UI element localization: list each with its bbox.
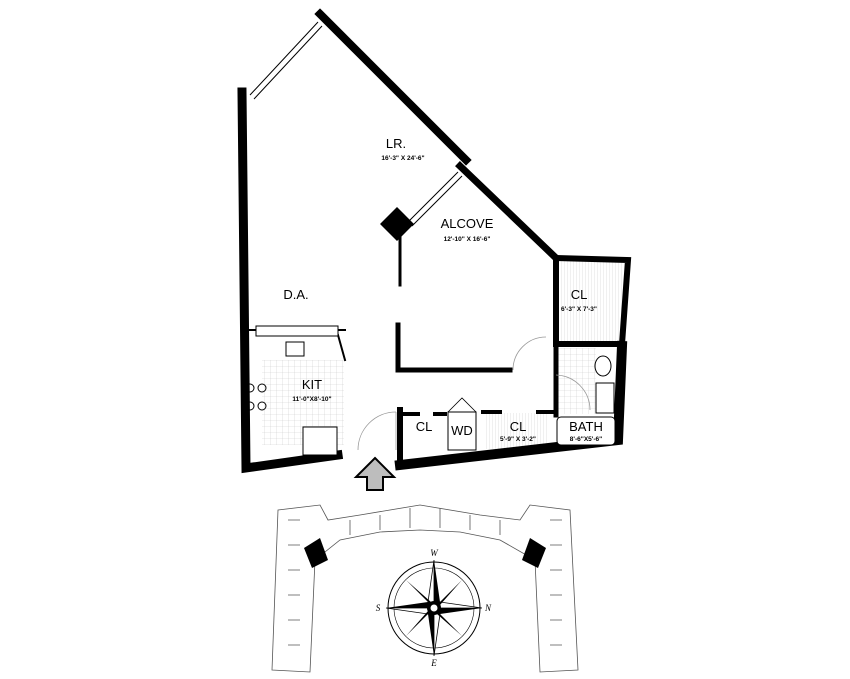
room-name-living: LR. (386, 136, 406, 151)
room-name-kitchen: KIT (302, 377, 322, 392)
room-name-bath: BATH (569, 419, 603, 434)
room-name-alcove: ALCOVE (441, 216, 494, 231)
hall-closet-floor (486, 413, 548, 449)
room-size-closet-large: 6'-3" X 7'-3" (561, 306, 597, 313)
room-size-living: 16'-3" X 24'-6" (381, 155, 424, 162)
toilet-icon (594, 355, 612, 377)
compass-rose-icon (385, 559, 483, 657)
sink-icon (285, 341, 305, 357)
room-name-washer-dryer: WD (451, 423, 473, 438)
room-name-closet-large: CL (571, 287, 588, 302)
entry-arrow-icon (353, 456, 397, 491)
bath-floor (556, 348, 596, 414)
unit-highlight-east (522, 538, 546, 568)
refrigerator (302, 426, 338, 456)
room-name-closet-hall: CL (510, 419, 527, 434)
washer-dryer (447, 411, 477, 451)
compass-north: N (484, 603, 492, 613)
walls (237, 8, 632, 474)
stove-icon (245, 383, 267, 411)
compass-west: W (430, 548, 439, 558)
room-name-closet-small: CL (416, 419, 433, 434)
closet-floor (558, 258, 623, 342)
room-name-dining: D.A. (283, 287, 308, 302)
compass-south: S (376, 603, 381, 613)
kitchen-counter (255, 325, 339, 337)
windows (249, 21, 463, 227)
room-size-bath: 8'-6"X5'-6" (570, 436, 602, 443)
unit-highlight-west (304, 538, 328, 568)
doors (357, 336, 591, 451)
room-size-kitchen: 11'-0"X8'-10" (292, 396, 331, 403)
vanity (556, 416, 616, 446)
room-size-alcove: 12'-10" X 16'-6" (444, 236, 491, 243)
room-size-closet-hall: 5'-9" X 3'-2" (500, 436, 536, 443)
bathtub (595, 382, 615, 414)
column (380, 207, 414, 241)
compass-east: E (430, 658, 437, 668)
